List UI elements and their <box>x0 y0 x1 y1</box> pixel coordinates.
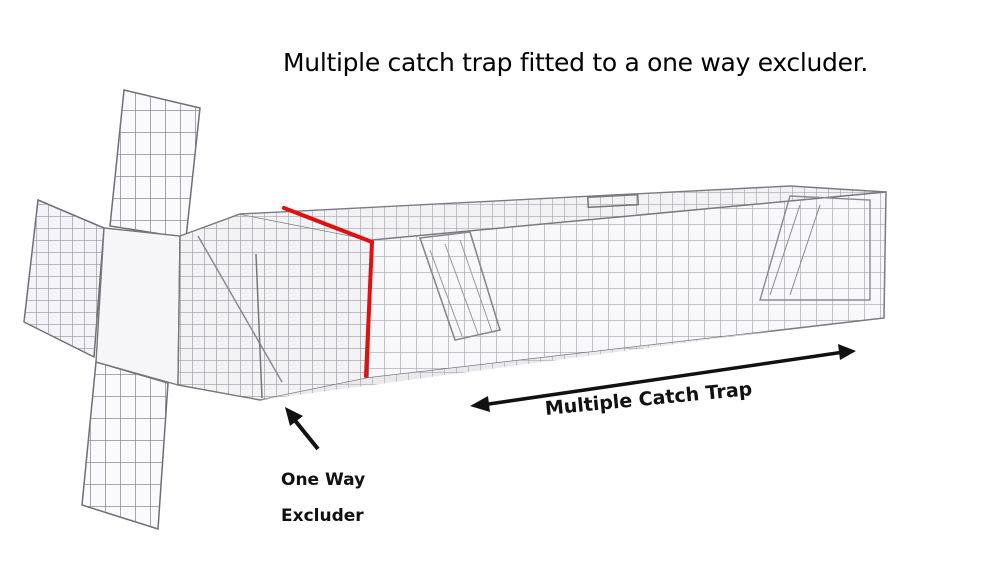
excluder-label-line1: One Way <box>281 470 366 490</box>
door-flap-bottom <box>81 361 169 531</box>
door-flap-side <box>23 198 105 359</box>
double-headed-arrow-icon <box>470 344 856 412</box>
diagram-title: Multiple catch trap fitted to a one way … <box>283 48 869 77</box>
excluder-label-line2: Excluder <box>281 506 364 526</box>
arrow-up-left-icon <box>285 407 320 451</box>
multiple-catch-trap-body <box>239 185 887 400</box>
one-way-excluder-section <box>177 213 373 401</box>
door-frame <box>95 227 181 386</box>
door-flap-top <box>109 89 201 239</box>
one-way-excluder-label: One Way Excluder <box>281 462 365 534</box>
red-divider-line <box>282 206 374 378</box>
